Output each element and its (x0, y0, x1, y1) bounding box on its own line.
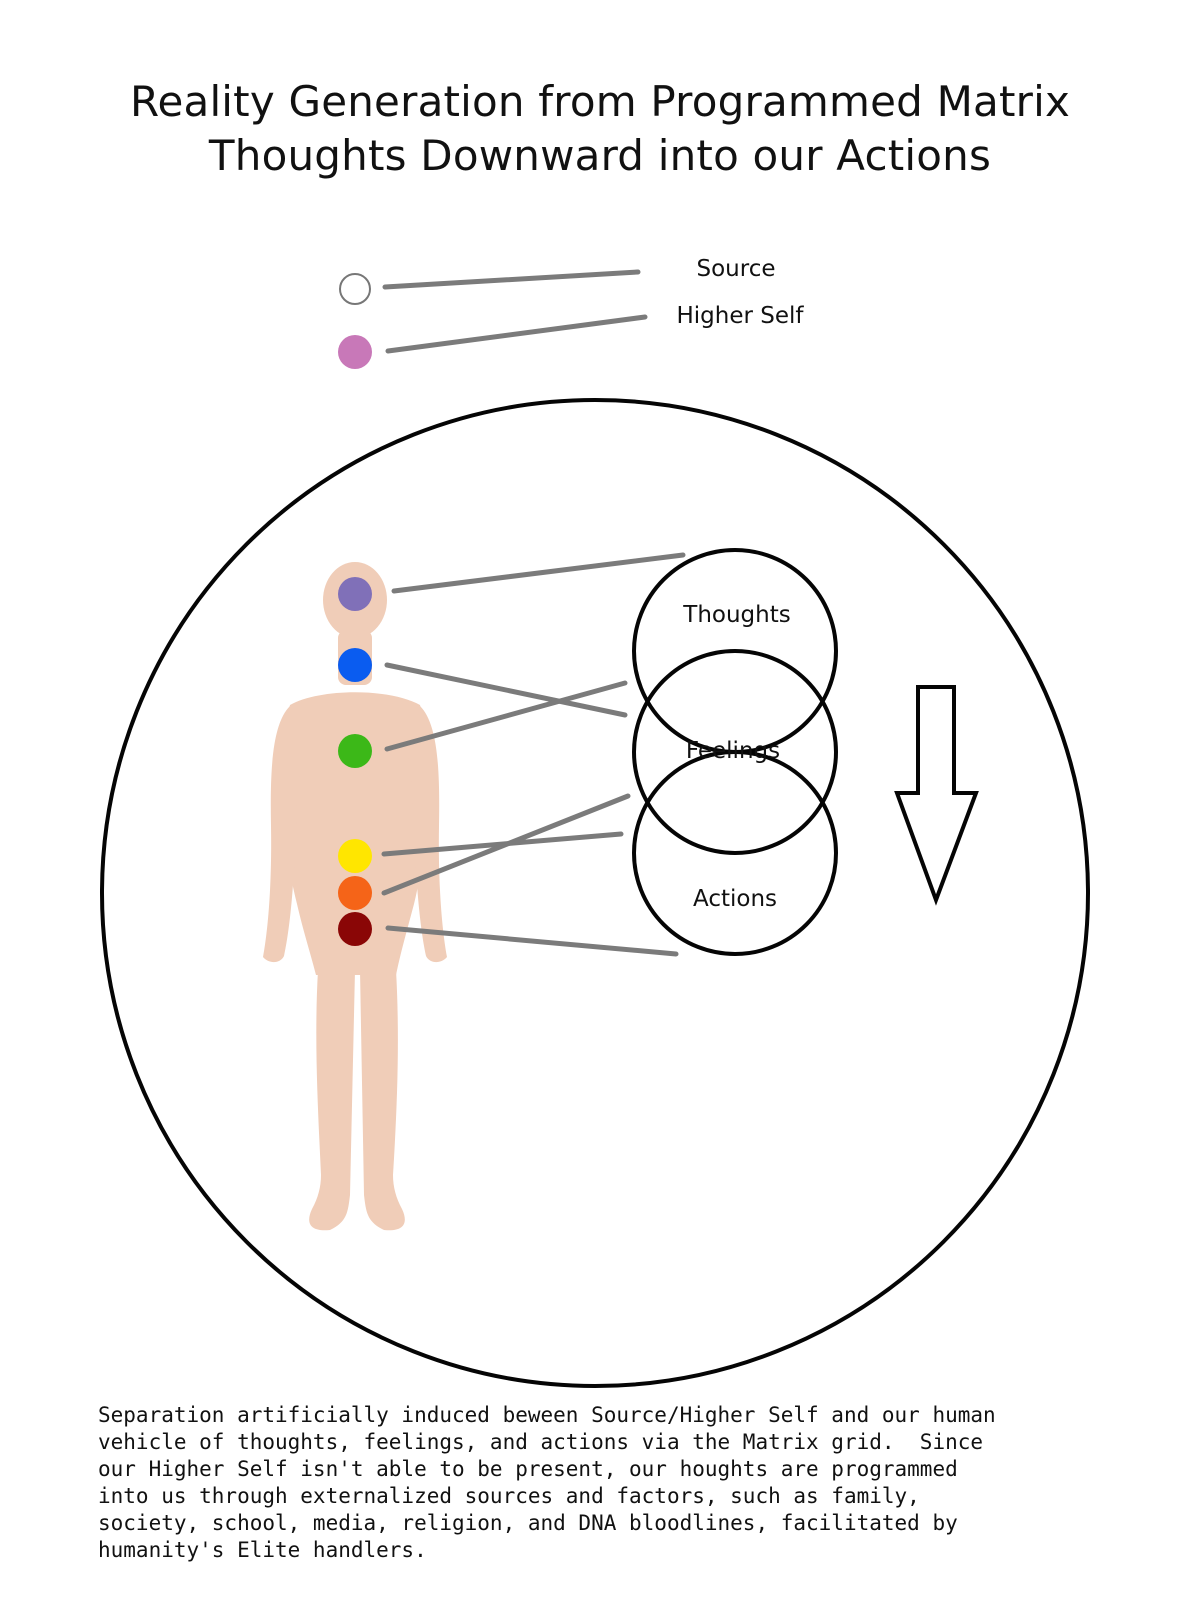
arrow-down-icon (894, 685, 979, 906)
higher-self-circle (338, 335, 372, 369)
thoughts-label: Thoughts (682, 602, 790, 628)
body-left-leg (309, 970, 355, 1231)
sacral-to-feelings-line (381, 793, 631, 896)
body-left-arm (263, 706, 312, 963)
throat-to-feelings-line (384, 662, 628, 718)
chakra-points (338, 577, 372, 946)
root-to-actions-line (385, 925, 679, 957)
crown-chakra-dot (338, 577, 372, 611)
source-label: Source (697, 256, 776, 282)
actions-label: Actions (693, 886, 777, 912)
root-chakra-dot (338, 912, 372, 946)
actions-circle (632, 750, 838, 956)
solar-plexus-chakra-dot (338, 839, 372, 873)
heart-to-thoughts-line (384, 680, 628, 752)
higher-self-connector-line (385, 314, 648, 354)
sacral-chakra-dot (338, 876, 372, 910)
chakra-connectors (381, 552, 686, 957)
heart-chakra-dot (338, 734, 372, 768)
thought-feeling-action-circles: Thoughts Feelings Actions (632, 548, 838, 956)
human-body-figure (263, 562, 447, 1231)
source-higher-self-group: Source Higher Self (338, 256, 804, 369)
body-right-arm (398, 706, 447, 963)
matrix-boundary-circle (100, 398, 1090, 1388)
feelings-circle (632, 649, 838, 855)
body-torso (282, 692, 428, 975)
throat-chakra-dot (338, 648, 372, 682)
crown-to-thoughts-line (391, 552, 686, 594)
higher-self-label: Higher Self (676, 303, 804, 329)
title-line-1: Reality Generation from Programmed Matri… (130, 77, 1070, 126)
source-connector-line (382, 269, 641, 290)
body-right-leg (360, 970, 405, 1231)
title-line-2: Thoughts Downward into our Actions (208, 131, 991, 180)
feelings-label: Feelings (686, 738, 780, 764)
caption-text: Separation artificially induced beween S… (98, 1403, 996, 1562)
source-circle (339, 273, 371, 305)
